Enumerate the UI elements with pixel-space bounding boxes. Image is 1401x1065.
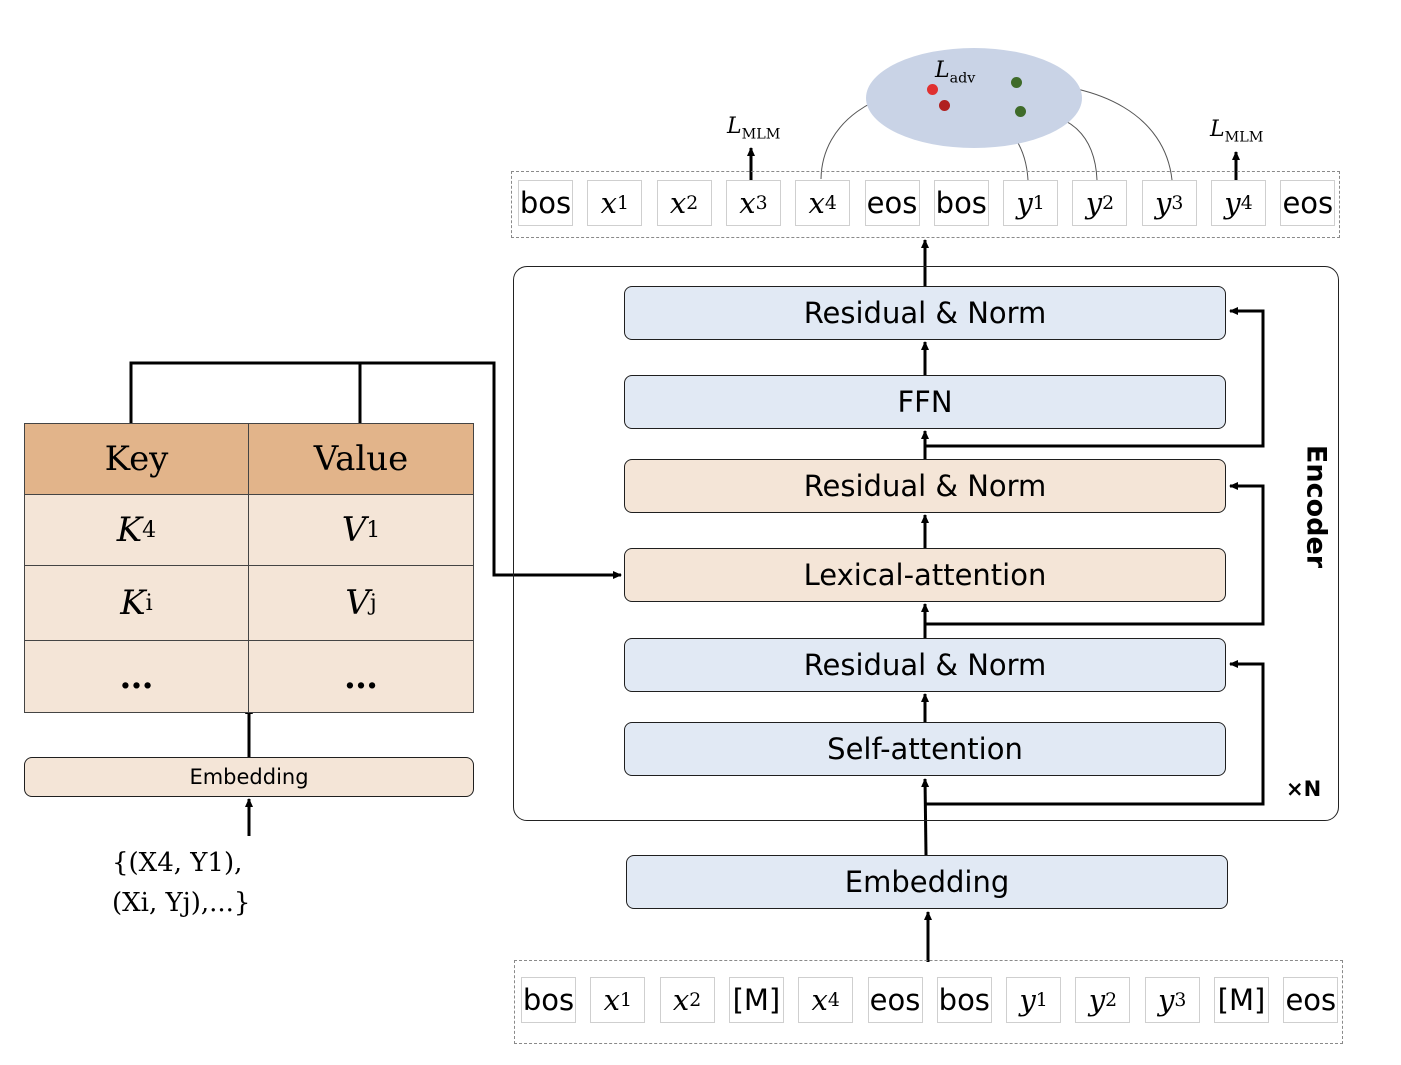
target-embedding-dot [1015,106,1026,117]
input-token: eos [867,977,923,1023]
adversarial-space-ellipse [866,48,1082,148]
lexical-pairs-label: {(X4, Y1), (Xi, Yj),...} [112,843,250,923]
mlm-loss-label-left: LMLM [727,114,781,143]
encoder-label: Encoder [1300,444,1332,569]
source-embedding-dot [927,84,938,95]
input-token: [M] [728,977,784,1023]
input-token: bos [936,977,992,1023]
repeat-count-label: ×N [1286,777,1322,801]
mlm-loss-label-right: LMLM [1210,117,1264,146]
residual-norm-top: Residual & Norm [624,286,1226,340]
key-ellipsis-cell: … [25,641,249,712]
output-token: bos [933,180,989,226]
input-token: eos [1283,977,1339,1023]
lexical-pairs-line-2: (Xi, Yj),...} [112,888,251,918]
target-embedding-dot [1011,77,1022,88]
encoder-block [513,266,1339,821]
residual-norm-mid: Residual & Norm [624,459,1226,513]
source-embedding-dot [939,100,950,111]
output-token: bos [518,180,573,226]
memory-embedding-module: Embedding [24,757,474,797]
output-token: eos [1280,180,1336,226]
key-header: Key [25,424,249,495]
lexical-pairs-line-1: {(X4, Y1), [112,848,243,878]
lexical-attention-module: Lexical-attention [624,548,1226,602]
input-token: [M] [1214,977,1269,1023]
ffn-module: FFN [624,375,1226,429]
value-header: Value [249,424,473,495]
residual-norm-bottom: Residual & Norm [624,638,1226,692]
output-token: eos [864,180,920,226]
input-token: bos [521,977,576,1023]
value-ellipsis-cell: … [249,641,473,712]
adv-loss-label: Ladv [935,58,976,87]
self-attention-module: Self-attention [624,722,1226,776]
embedding-module: Embedding [626,855,1228,909]
